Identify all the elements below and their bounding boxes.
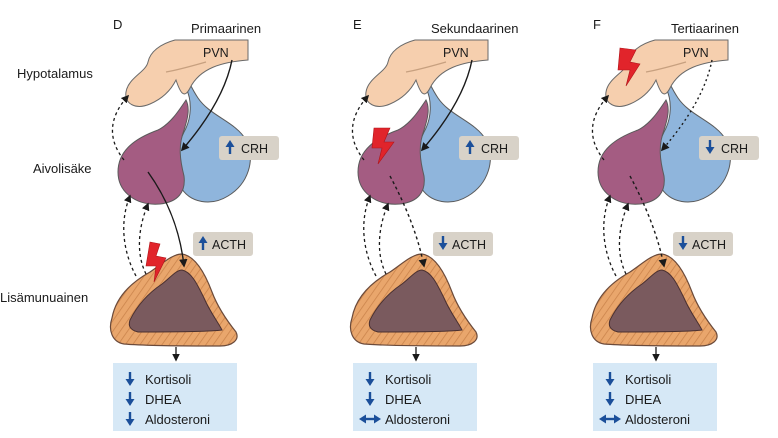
crh-direction-icon — [465, 140, 475, 154]
output-1-label: DHEA — [145, 392, 181, 407]
output-2-direction-icon — [599, 414, 621, 424]
crh-label: CRH — [241, 142, 268, 156]
output-0-label: Kortisoli — [625, 372, 671, 387]
lesion-adrenal — [145, 241, 167, 283]
posterior-pituitary — [175, 83, 251, 203]
acth-signal-arrow — [389, 175, 427, 268]
output-0-direction-icon — [125, 372, 135, 386]
crh-direction-icon — [705, 140, 715, 154]
acth-label: ACTH — [452, 238, 486, 252]
acth-direction-icon — [438, 236, 448, 250]
row-label-pituitary: Aivolisäke — [33, 161, 92, 176]
panel-title: Primaarinen — [191, 21, 261, 36]
feedback-arrow-hypothalamus — [111, 94, 130, 161]
adrenal-medulla — [128, 269, 223, 333]
output-2-label: Aldosteroni — [625, 412, 690, 427]
crh-badge — [219, 136, 279, 160]
posterior-pituitary — [655, 83, 731, 203]
acth-badge — [433, 232, 493, 256]
panel-letter: D — [113, 17, 122, 32]
feedback-arrow-secondary — [618, 202, 630, 275]
output-1-direction-icon — [365, 392, 375, 406]
output-2-direction-icon — [125, 412, 135, 426]
output-2-direction-icon — [359, 414, 381, 424]
feedback-arrow-hypothalamus — [591, 94, 610, 161]
feedback-arrow-pituitary — [363, 194, 377, 277]
crh-signal-arrow — [420, 59, 473, 152]
pvn-label: PVN — [203, 46, 229, 60]
panel-title: Sekundaarinen — [431, 21, 518, 36]
crh-signal-arrow — [660, 59, 713, 152]
crh-signal-arrow — [180, 59, 233, 152]
feedback-arrow-pituitary — [603, 194, 617, 277]
anterior-pituitary — [357, 99, 429, 205]
acth-signal-arrow — [629, 175, 667, 268]
acth-signal-arrow — [147, 171, 188, 268]
adrenal-medulla — [368, 269, 463, 333]
hypothalamus — [365, 39, 489, 107]
panel-title: Tertiaarinen — [671, 21, 739, 36]
acth-direction-icon — [198, 236, 208, 250]
feedback-arrow-secondary — [378, 202, 390, 275]
feedback-arrow-pituitary — [123, 194, 137, 277]
crh-label: CRH — [721, 142, 748, 156]
lesion-hypothalamus — [617, 47, 641, 87]
anterior-pituitary — [117, 99, 189, 205]
output-1-direction-icon — [125, 392, 135, 406]
crh-badge — [459, 136, 519, 160]
crh-badge — [699, 136, 759, 160]
acth-label: ACTH — [692, 238, 726, 252]
acth-badge — [193, 232, 253, 256]
output-1-label: DHEA — [385, 392, 421, 407]
output-1-direction-icon — [605, 392, 615, 406]
row-label-hypothalamus: Hypotalamus — [17, 66, 93, 81]
acth-label: ACTH — [212, 238, 246, 252]
acth-direction-icon — [678, 236, 688, 250]
output-0-direction-icon — [365, 372, 375, 386]
crh-direction-icon — [225, 140, 235, 154]
feedback-arrow-secondary — [138, 202, 150, 275]
feedback-arrow-hypothalamus — [351, 94, 370, 161]
output-0-direction-icon — [605, 372, 615, 386]
crh-label: CRH — [481, 142, 508, 156]
output-1-label: DHEA — [625, 392, 661, 407]
pvn-label: PVN — [443, 46, 469, 60]
lesion-pituitary — [371, 127, 395, 165]
pvn-label: PVN — [683, 46, 709, 60]
output-0-label: Kortisoli — [145, 372, 191, 387]
panel-letter: F — [593, 17, 601, 32]
panel-letter: E — [353, 17, 362, 32]
output-2-label: Aldosteroni — [385, 412, 450, 427]
row-label-adrenal: Lisämunuainen — [0, 290, 88, 305]
anterior-pituitary — [597, 99, 669, 205]
output-0-label: Kortisoli — [385, 372, 431, 387]
hypothalamus — [125, 39, 249, 107]
adrenal-medulla — [608, 269, 703, 333]
posterior-pituitary — [415, 83, 491, 203]
output-2-label: Aldosteroni — [145, 412, 210, 427]
acth-badge — [673, 232, 733, 256]
